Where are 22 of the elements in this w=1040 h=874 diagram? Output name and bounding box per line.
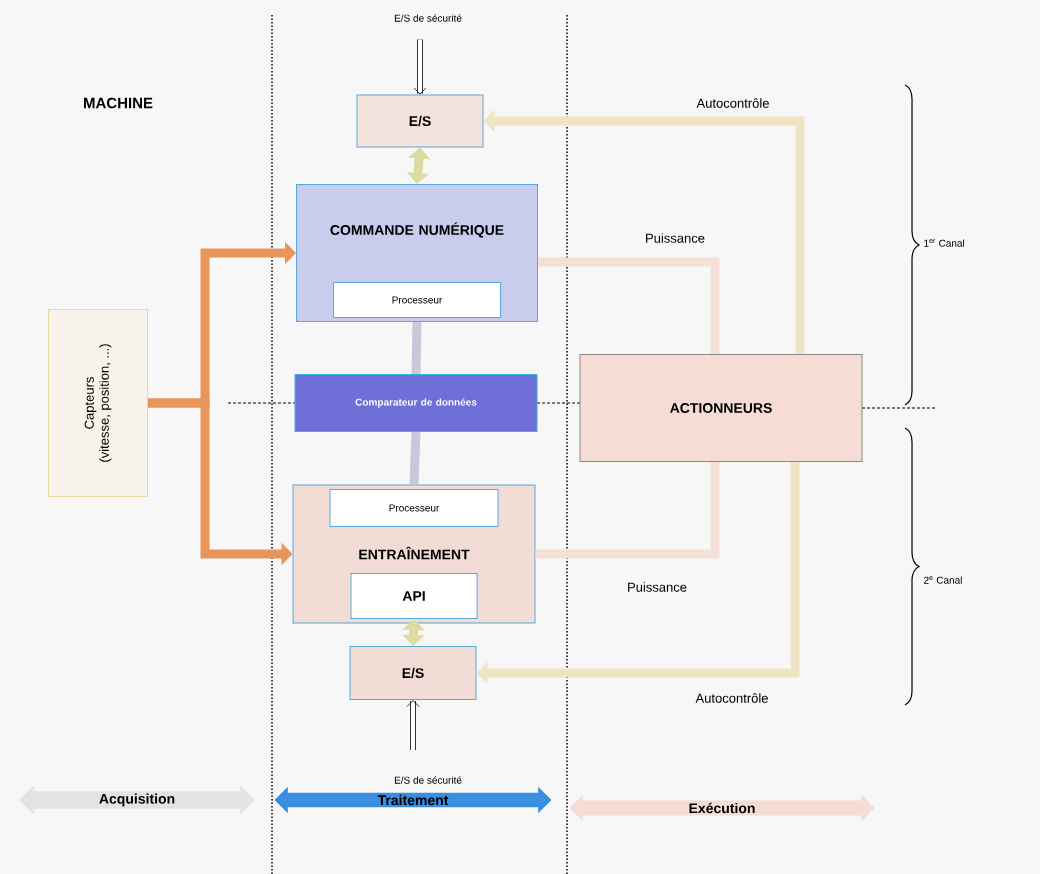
arrow: [413, 39, 427, 95]
actuator-box: ACTIONNEURS: [579, 354, 863, 462]
edge-label: Autocontrôle: [695, 97, 771, 109]
arrow: [402, 619, 425, 646]
phase-band: Exécution: [569, 794, 875, 822]
io-box: E/S: [349, 646, 477, 700]
phase-band: Traitement: [274, 786, 552, 814]
channel-label: 2$^{e}$ Canal: [924, 576, 962, 584]
sensor-box: Capteurs (vitesse, position, ...): [48, 309, 148, 497]
channel-label: 1$^{er}$ Canal: [924, 239, 965, 247]
io-box: E/S: [356, 94, 484, 148]
processor-box: Processeur: [333, 282, 501, 318]
edge-label: Autocontrôle: [694, 692, 770, 704]
arrow: [406, 700, 420, 750]
edge-label: Puissance: [644, 232, 706, 244]
machine-label: MACHINE: [84, 97, 153, 109]
api-box: API: [350, 573, 478, 619]
safety-io-label: E/S de sécurité: [394, 14, 462, 22]
processor-box: Processeur: [329, 489, 499, 527]
phase-band: Acquisition: [19, 785, 255, 815]
comparator-box: Comparateur de données: [294, 374, 538, 432]
edge-label: Puissance: [626, 581, 688, 593]
